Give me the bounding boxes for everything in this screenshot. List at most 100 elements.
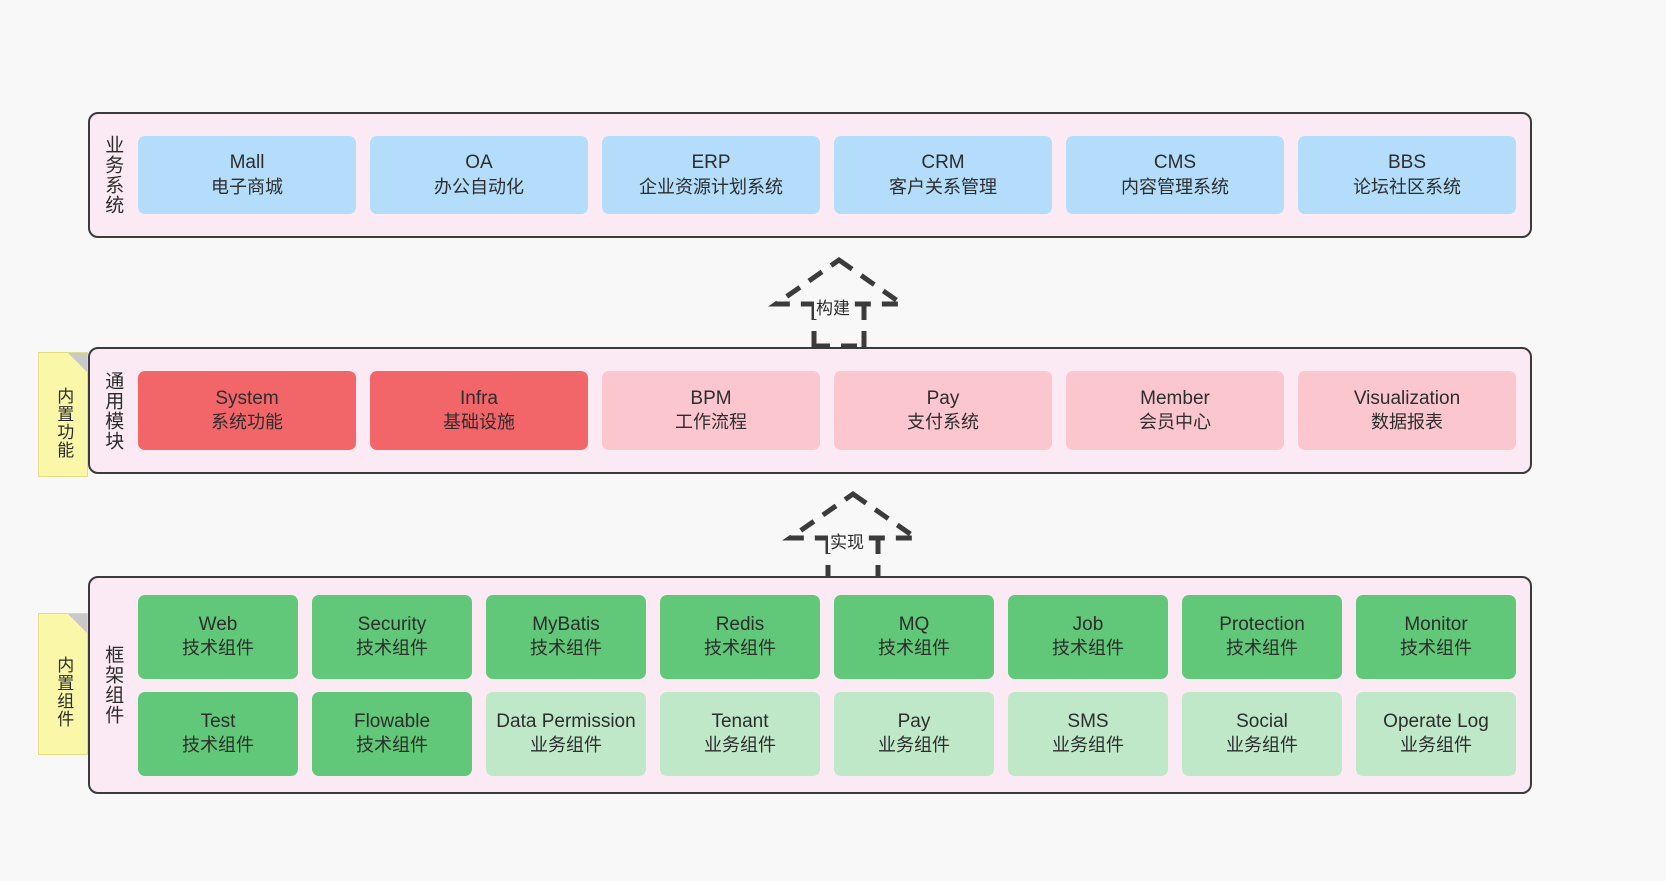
card-title-cn: 技术组件 [182, 735, 254, 756]
note-label: 内置组件 [54, 656, 74, 728]
card-social[interactable]: Social 业务组件 [1182, 691, 1342, 776]
uml-arrow-implement: 实现 [766, 490, 941, 583]
card-title-en: CRM [921, 152, 965, 174]
card-title-en: Flowable [353, 710, 431, 732]
layer-body-common: System 系统功能 Infra 基础设施 BPM 工作流程 Pay 支付系统… [134, 349, 1530, 472]
card-title-cn: 业务组件 [1226, 735, 1298, 756]
card-erp[interactable]: ERP 企业资源计划系统 [602, 136, 820, 214]
card-redis[interactable]: Redis 技术组件 [660, 594, 820, 679]
arrow-label-build: 构建 [814, 294, 852, 319]
card-crm[interactable]: CRM 客户关系管理 [834, 136, 1052, 214]
card-title-cn: 业务组件 [1052, 735, 1124, 756]
card-sms[interactable]: SMS 业务组件 [1008, 691, 1168, 776]
card-mq[interactable]: MQ 技术组件 [834, 594, 994, 679]
card-title-cn: 企业资源计划系统 [639, 176, 783, 197]
card-title-cn: 论坛社区系统 [1353, 176, 1461, 197]
card-title-en: Test [200, 710, 236, 732]
card-bbs[interactable]: BBS 论坛社区系统 [1298, 136, 1516, 214]
layer-common-module: 通用模块 System 系统功能 Infra 基础设施 BPM 工作流程 Pay… [88, 347, 1532, 474]
card-title-cn: 技术组件 [1226, 638, 1298, 659]
card-monitor[interactable]: Monitor 技术组件 [1356, 594, 1516, 679]
framework-row-business: Test 技术组件 Flowable 技术组件 Data Permission … [138, 691, 1516, 776]
card-title-en: CMS [1153, 152, 1197, 174]
layer-body-business: Mall 电子商城 OA 办公自动化 ERP 企业资源计划系统 CRM 客户关系… [134, 114, 1530, 236]
card-title-cn: 内容管理系统 [1121, 176, 1229, 197]
note-builtin-components: 内置组件 [38, 613, 88, 755]
card-title-en: Protection [1219, 613, 1305, 635]
card-title-en: MQ [898, 613, 930, 635]
card-title-cn: 基础设施 [443, 412, 515, 433]
card-title-en: BBS [1387, 152, 1427, 174]
card-title-cn: 支付系统 [907, 412, 979, 433]
card-job[interactable]: Job 技术组件 [1008, 594, 1168, 679]
layer-title-common: 通用模块 [102, 370, 124, 451]
card-member[interactable]: Member 会员中心 [1066, 371, 1284, 450]
card-visualization[interactable]: Visualization 数据报表 [1298, 371, 1516, 450]
card-title-en: System [215, 387, 279, 409]
card-infra[interactable]: Infra 基础设施 [370, 371, 588, 450]
card-title-cn: 业务组件 [704, 735, 776, 756]
card-title-en: Data Permission [496, 710, 636, 732]
card-title-en: Pay [926, 387, 960, 409]
card-title-en: Redis [715, 613, 765, 635]
card-title-en: Security [357, 613, 427, 635]
note-fold-icon [68, 353, 87, 372]
card-oa[interactable]: OA 办公自动化 [370, 136, 588, 214]
layer-title-framework: 框架组件 [102, 645, 124, 725]
card-test[interactable]: Test 技术组件 [138, 691, 298, 776]
card-web[interactable]: Web 技术组件 [138, 594, 298, 679]
card-title-en: SMS [1067, 710, 1109, 732]
card-title-en: Mall [229, 152, 265, 174]
card-title-cn: 业务组件 [1400, 735, 1472, 756]
card-title-cn: 系统功能 [211, 412, 283, 433]
card-operate-log[interactable]: Operate Log 业务组件 [1356, 691, 1516, 776]
card-pay-module[interactable]: Pay 支付系统 [834, 371, 1052, 450]
layer-framework-component: 框架组件 Web 技术组件 Security 技术组件 MyBatis 技术组件… [88, 576, 1532, 794]
card-title-cn: 技术组件 [704, 638, 776, 659]
card-title-cn: 办公自动化 [434, 176, 524, 197]
note-builtin-features: 内置功能 [38, 352, 88, 477]
card-title-en: ERP [691, 152, 731, 174]
card-title-cn: 技术组件 [878, 638, 950, 659]
card-title-en: Monitor [1404, 613, 1468, 635]
card-mall[interactable]: Mall 电子商城 [138, 136, 356, 214]
card-title-en: Operate Log [1383, 710, 1489, 732]
card-tenant[interactable]: Tenant 业务组件 [660, 691, 820, 776]
card-title-cn: 会员中心 [1139, 412, 1211, 433]
card-system[interactable]: System 系统功能 [138, 371, 356, 450]
card-title-cn: 技术组件 [1052, 638, 1124, 659]
card-title-en: OA [465, 152, 493, 174]
card-mybatis[interactable]: MyBatis 技术组件 [486, 594, 646, 679]
card-flowable[interactable]: Flowable 技术组件 [312, 691, 472, 776]
card-bpm[interactable]: BPM 工作流程 [602, 371, 820, 450]
card-title-cn: 电子商城 [211, 176, 283, 197]
card-title-cn: 技术组件 [356, 638, 428, 659]
card-title-en: Social [1236, 710, 1288, 732]
card-title-en: Job [1072, 613, 1104, 635]
uml-arrow-build: 构建 [752, 256, 927, 349]
card-title-en: Infra [459, 387, 499, 409]
card-title-cn: 工作流程 [675, 412, 747, 433]
card-title-cn: 业务组件 [878, 735, 950, 756]
card-title-cn: 技术组件 [182, 638, 254, 659]
card-title-cn: 客户关系管理 [889, 176, 997, 197]
card-data-permission[interactable]: Data Permission 业务组件 [486, 691, 646, 776]
card-pay-component[interactable]: Pay 业务组件 [834, 691, 994, 776]
card-title-en: MyBatis [532, 613, 600, 635]
card-cms[interactable]: CMS 内容管理系统 [1066, 136, 1284, 214]
arrow-label-implement: 实现 [828, 528, 866, 553]
card-title-en: BPM [690, 387, 732, 409]
card-title-cn: 业务组件 [530, 735, 602, 756]
card-title-cn: 技术组件 [1400, 638, 1472, 659]
layer-business-system: 业务系统 Mall 电子商城 OA 办公自动化 ERP 企业资源计划系统 CRM… [88, 112, 1532, 238]
note-label: 内置功能 [54, 386, 74, 459]
layer-title-business: 业务系统 [102, 135, 124, 215]
layer-body-framework: Web 技术组件 Security 技术组件 MyBatis 技术组件 Redi… [134, 578, 1530, 792]
card-security[interactable]: Security 技术组件 [312, 594, 472, 679]
card-title-en: Web [198, 613, 238, 635]
card-title-cn: 技术组件 [356, 735, 428, 756]
card-protection[interactable]: Protection 技术组件 [1182, 594, 1342, 679]
card-title-en: Visualization [1353, 387, 1461, 409]
note-fold-icon [68, 614, 87, 633]
